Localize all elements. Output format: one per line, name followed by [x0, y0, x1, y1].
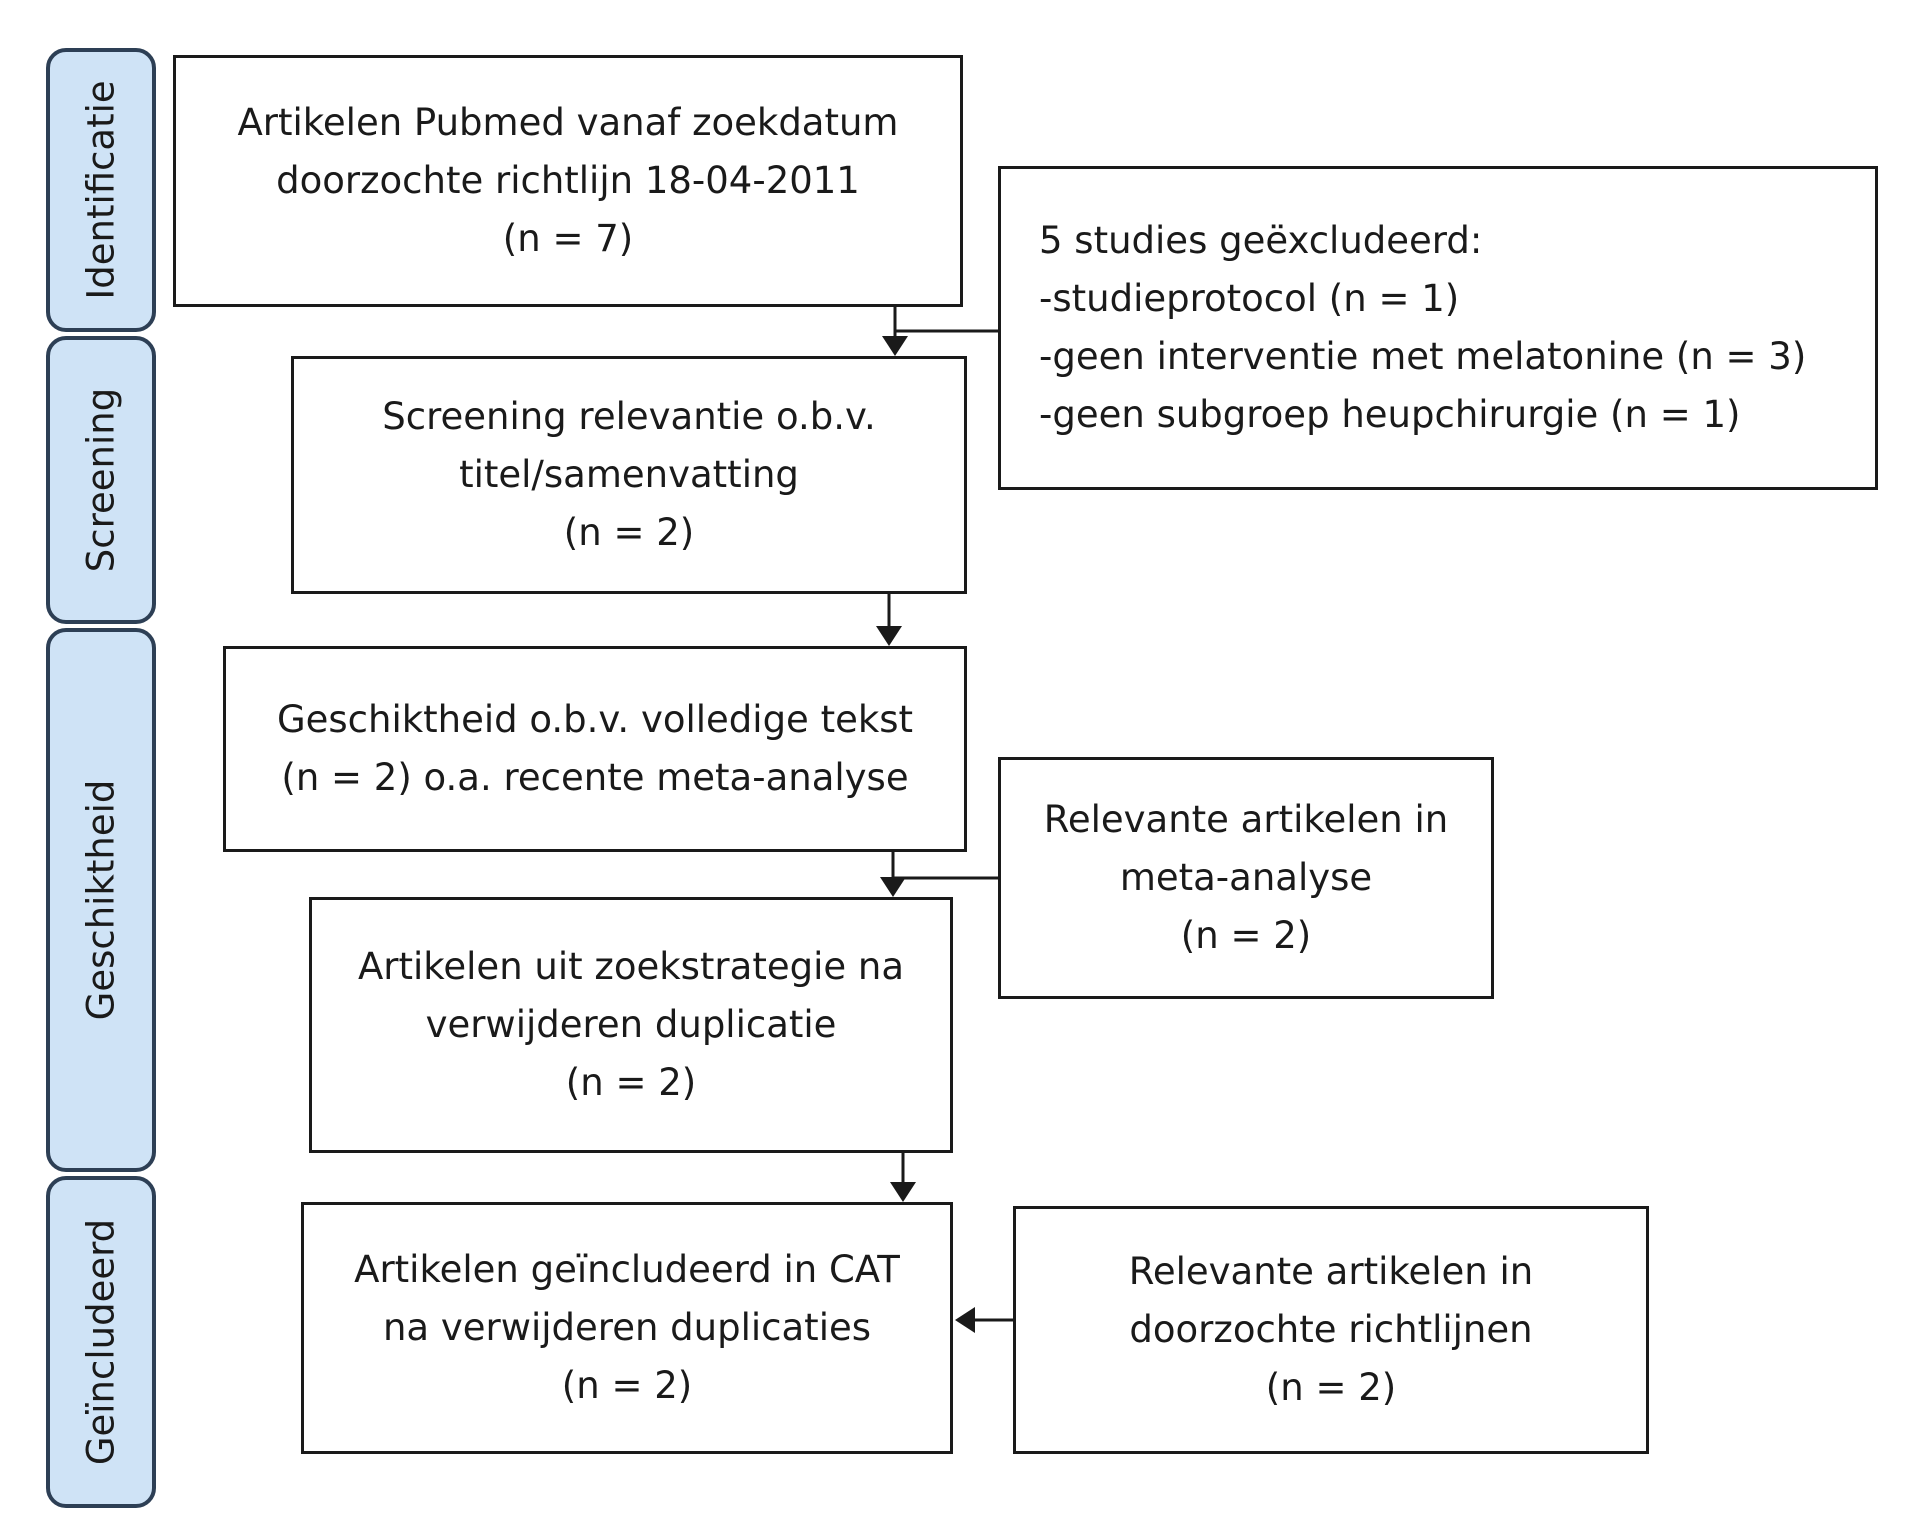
phase-screening-label: Screening — [79, 387, 123, 573]
arrowhead-to-included — [890, 1182, 916, 1202]
box-included-in-cat: Artikelen geïncludeerd in CAT na verwijd… — [301, 1202, 953, 1454]
box-meta-line-3: (n = 2) — [1180, 914, 1312, 957]
box-search-line-2: verwijderen duplicatie — [425, 1003, 837, 1046]
phase-geincludeerd-label: Geïncludeerd — [79, 1218, 123, 1466]
box-guidelines-line-3: (n = 2) — [1265, 1366, 1397, 1409]
box-guidelines-line-1: Relevante artikelen in — [1128, 1250, 1534, 1293]
arrowhead-to-screening — [882, 336, 908, 356]
arrowhead-to-search-strategy — [880, 877, 906, 897]
phase-identificatie-label: Identificatie — [79, 80, 123, 300]
box-meta-line-2: meta-analyse — [1119, 856, 1373, 899]
phase-geincludeerd: Geïncludeerd — [46, 1176, 156, 1508]
box-pubmed-line-2: doorzochte richtlijn 18-04-2011 — [276, 159, 860, 202]
box-eligibility-line-1: Geschiktheid o.b.v. volledige tekst — [276, 698, 914, 741]
phase-geschiktheid-label: Geschiktheid — [79, 779, 123, 1021]
box-pubmed-articles: Artikelen Pubmed vanaf zoekdatum doorzoc… — [173, 55, 963, 307]
box-excluded-line-3: -geen interventie met melatonine (n = 3) — [1039, 335, 1807, 378]
box-search-line-3: (n = 2) — [565, 1061, 697, 1104]
box-pubmed-line-1: Artikelen Pubmed vanaf zoekdatum — [237, 101, 899, 144]
box-included-line-1: Artikelen geïncludeerd in CAT — [354, 1248, 900, 1291]
arrowhead-to-eligibility — [876, 626, 902, 646]
box-screening-relevance: Screening relevantie o.b.v. titel/samenv… — [291, 356, 967, 594]
box-eligibility-fulltext: Geschiktheid o.b.v. volledige tekst (n =… — [223, 646, 967, 852]
box-excluded-line-2: -studieprotocol (n = 1) — [1039, 277, 1460, 320]
box-eligibility-line-2: (n = 2) o.a. recente meta-analyse — [281, 756, 909, 799]
box-screening-line-2: titel/samenvatting — [459, 453, 799, 496]
box-included-line-3: (n = 2) — [561, 1364, 693, 1407]
box-included-line-2: na verwijderen duplicaties — [382, 1306, 872, 1349]
arrowhead-guidelines-to-included — [955, 1307, 975, 1333]
box-excluded-studies: 5 studies geëxcludeerd: -studieprotocol … — [998, 166, 1878, 490]
box-meta-analysis-articles: Relevante artikelen in meta-analyse (n =… — [998, 757, 1494, 999]
box-search-line-1: Artikelen uit zoekstrategie na — [357, 945, 905, 988]
box-guidelines-line-2: doorzochte richtlijnen — [1129, 1308, 1533, 1351]
phase-identificatie: Identificatie — [46, 48, 156, 332]
box-pubmed-line-3: (n = 7) — [502, 217, 634, 260]
box-excluded-line-4: -geen subgroep heupchirurgie (n = 1) — [1039, 393, 1741, 436]
box-screening-line-3: (n = 2) — [563, 511, 695, 554]
box-guideline-articles: Relevante artikelen in doorzochte richtl… — [1013, 1206, 1649, 1454]
box-meta-line-1: Relevante artikelen in — [1043, 798, 1449, 841]
phase-screening: Screening — [46, 336, 156, 624]
box-screening-line-1: Screening relevantie o.b.v. — [382, 395, 876, 438]
box-search-strategy-articles: Artikelen uit zoekstrategie na verwijder… — [309, 897, 953, 1153]
box-excluded-line-1: 5 studies geëxcludeerd: — [1039, 219, 1483, 262]
phase-geschiktheid: Geschiktheid — [46, 628, 156, 1172]
